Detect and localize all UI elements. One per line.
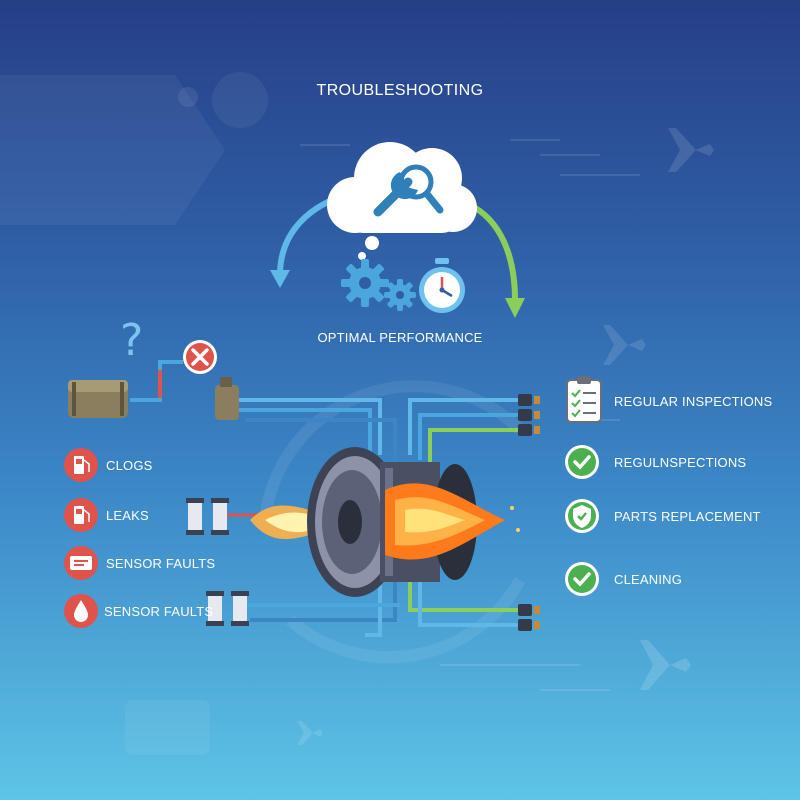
bg-dot-shape (178, 87, 198, 107)
solution-label-inspections: REGULNSPECTIONS (614, 455, 747, 470)
cycle-arrowhead-left (270, 270, 290, 288)
stopwatch-icon (419, 258, 465, 313)
solution-label-cleaning: CLEANING (614, 572, 683, 587)
sensor-icon (70, 556, 92, 570)
problem-label-sensor-faults: SENSOR FAULTS (106, 556, 216, 571)
bg-hexagon-shape (0, 75, 225, 225)
bg-airplane-icon (625, 640, 691, 690)
droplet-icon (74, 600, 88, 622)
cycle-arrow-right (467, 202, 518, 303)
pump-icon (215, 377, 239, 420)
check-circle-icon (565, 445, 599, 479)
solution-label-parts-replacement: PARTS REPLACEMENT (614, 509, 761, 524)
problem-label-sensor-faults-2: SENSOR FAULTS (104, 604, 214, 619)
fuel-pump-icon (74, 456, 90, 474)
gears-icon (341, 259, 416, 311)
bg-airplane-icon (590, 325, 646, 365)
cycle-arrowhead-right (505, 298, 525, 318)
diagram-title: TROUBLESHOOTING (316, 82, 484, 99)
solution-label-regular-inspections: REGULAR INSPECTIONS (614, 394, 773, 409)
check-circle-icon (565, 562, 599, 596)
thought-cloud (327, 142, 477, 260)
problem-label-clogs: CLOGS (106, 458, 153, 473)
shield-check-icon (565, 499, 599, 533)
pipes-lower (240, 575, 520, 637)
problem-label-leaks: LEAKS (106, 508, 149, 523)
pipe-connectors (518, 604, 540, 631)
bg-rect-shape (125, 700, 210, 755)
wrench-magnifier-icon (373, 164, 444, 217)
filter-icon (206, 591, 249, 626)
pipes-upper (239, 398, 520, 465)
question-mark-icon: ? (120, 315, 143, 366)
clipboard-checklist-icon (566, 376, 602, 423)
bg-circle-shape (212, 72, 268, 128)
jet-engine (250, 447, 520, 597)
fuel-tank-icon (68, 380, 128, 418)
pipe-connectors (518, 394, 540, 436)
bg-airplane-icon (290, 721, 323, 745)
bg-airplane-icon (655, 128, 714, 172)
pipe (130, 360, 183, 402)
error-x-icon (183, 340, 217, 374)
diagram-subtitle: OPTIMAL PERFORMANCE (317, 330, 483, 345)
fuel-pump-icon (74, 506, 90, 524)
